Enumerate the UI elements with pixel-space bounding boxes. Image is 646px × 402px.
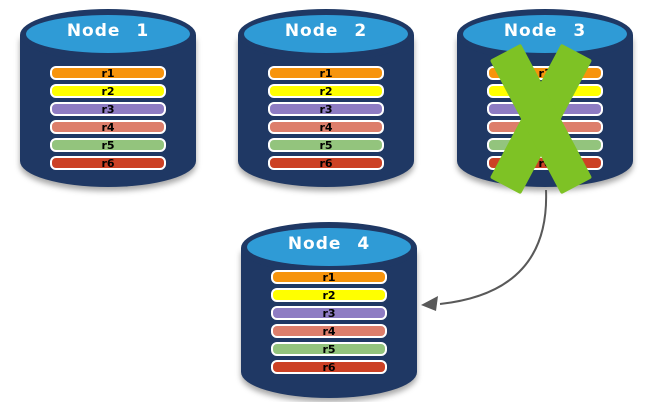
node-4: Node 4 r1 r2 r3 r4 r5 r6 <box>241 222 417 398</box>
arrow-curve <box>439 189 548 305</box>
node-2-record-r1-label: r1 <box>319 66 333 80</box>
node-3: Node 3 r1 r2 r3 r4 r5 r6 <box>457 9 633 195</box>
node-2-record-r6-label: r6 <box>319 156 333 170</box>
node-4-record-r2-label: r2 <box>322 288 336 302</box>
node-1-record-r1: r1 <box>50 66 166 80</box>
node-2-record-r4: r4 <box>268 120 384 134</box>
node-1-record-r6: r6 <box>50 156 166 170</box>
node-1-label: Node 1 <box>66 21 150 41</box>
node-4-label: Node 4 <box>287 234 371 254</box>
node-4-record-r5-label: r5 <box>322 342 336 356</box>
node-4-cylinder-top: Node 4 <box>241 222 417 274</box>
node-1-record-r1-label: r1 <box>101 66 115 80</box>
node-4-record-r6-label: r6 <box>322 360 336 374</box>
node-2-cylinder-top-surface <box>244 15 408 53</box>
node-1-records: r1 r2 r3 r4 r5 r6 <box>50 66 166 174</box>
node-4-record-r2: r2 <box>271 288 387 302</box>
node-2-record-r1: r1 <box>268 66 384 80</box>
node-1-record-r5-label: r5 <box>101 138 115 152</box>
node-4-record-r3: r3 <box>271 306 387 320</box>
node-4-records: r1 r2 r3 r4 r5 r6 <box>271 270 387 378</box>
node-4-record-r6: r6 <box>271 360 387 374</box>
node-4-cylinder-top-surface <box>247 228 411 266</box>
node-3-cylinder-top-surface <box>463 15 627 53</box>
node-2-record-r4-label: r4 <box>319 120 333 134</box>
node-1-record-r3: r3 <box>50 102 166 116</box>
node-2-records: r1 r2 r3 r4 r5 r6 <box>268 66 384 174</box>
node-4-record-r1: r1 <box>271 270 387 284</box>
node-1-record-r2-label: r2 <box>101 84 115 98</box>
arrow-head-icon <box>421 296 438 311</box>
node-1-record-r4: r4 <box>50 120 166 134</box>
node-2-record-r5-label: r5 <box>319 138 333 152</box>
node-1-record-r5: r5 <box>50 138 166 152</box>
node-2-record-r3-label: r3 <box>319 102 333 116</box>
node-1-record-r3-label: r3 <box>101 102 115 116</box>
node-4-record-r3-label: r3 <box>322 306 336 320</box>
node-4-record-r1-label: r1 <box>322 270 336 284</box>
node-2-record-r2: r2 <box>268 84 384 98</box>
node-2-record-r3: r3 <box>268 102 384 116</box>
node-4-record-r5: r5 <box>271 342 387 356</box>
node-4-record-r4-label: r4 <box>322 324 336 338</box>
node-2-record-r5: r5 <box>268 138 384 152</box>
node-2-record-r2-label: r2 <box>319 84 333 98</box>
node-2-cylinder-top: Node 2 <box>238 9 414 61</box>
node-1-cylinder-top-surface <box>26 15 190 53</box>
node-2: Node 2 r1 r2 r3 r4 r5 r6 <box>238 9 414 187</box>
node-1-record-r4-label: r4 <box>101 120 115 134</box>
node-1: Node 1 r1 r2 r3 r4 r5 r6 <box>20 9 196 187</box>
node-1-cylinder-top: Node 1 <box>20 9 196 61</box>
node-3-cylinder-top: Node 3 <box>457 9 633 61</box>
node-2-record-r6: r6 <box>268 156 384 170</box>
node-1-record-r6-label: r6 <box>101 156 115 170</box>
failure-x-icon <box>489 43 593 195</box>
node-2-label: Node 2 <box>284 21 368 41</box>
node-4-record-r4: r4 <box>271 324 387 338</box>
node-1-record-r2: r2 <box>50 84 166 98</box>
node-3-label: Node 3 <box>503 21 587 41</box>
